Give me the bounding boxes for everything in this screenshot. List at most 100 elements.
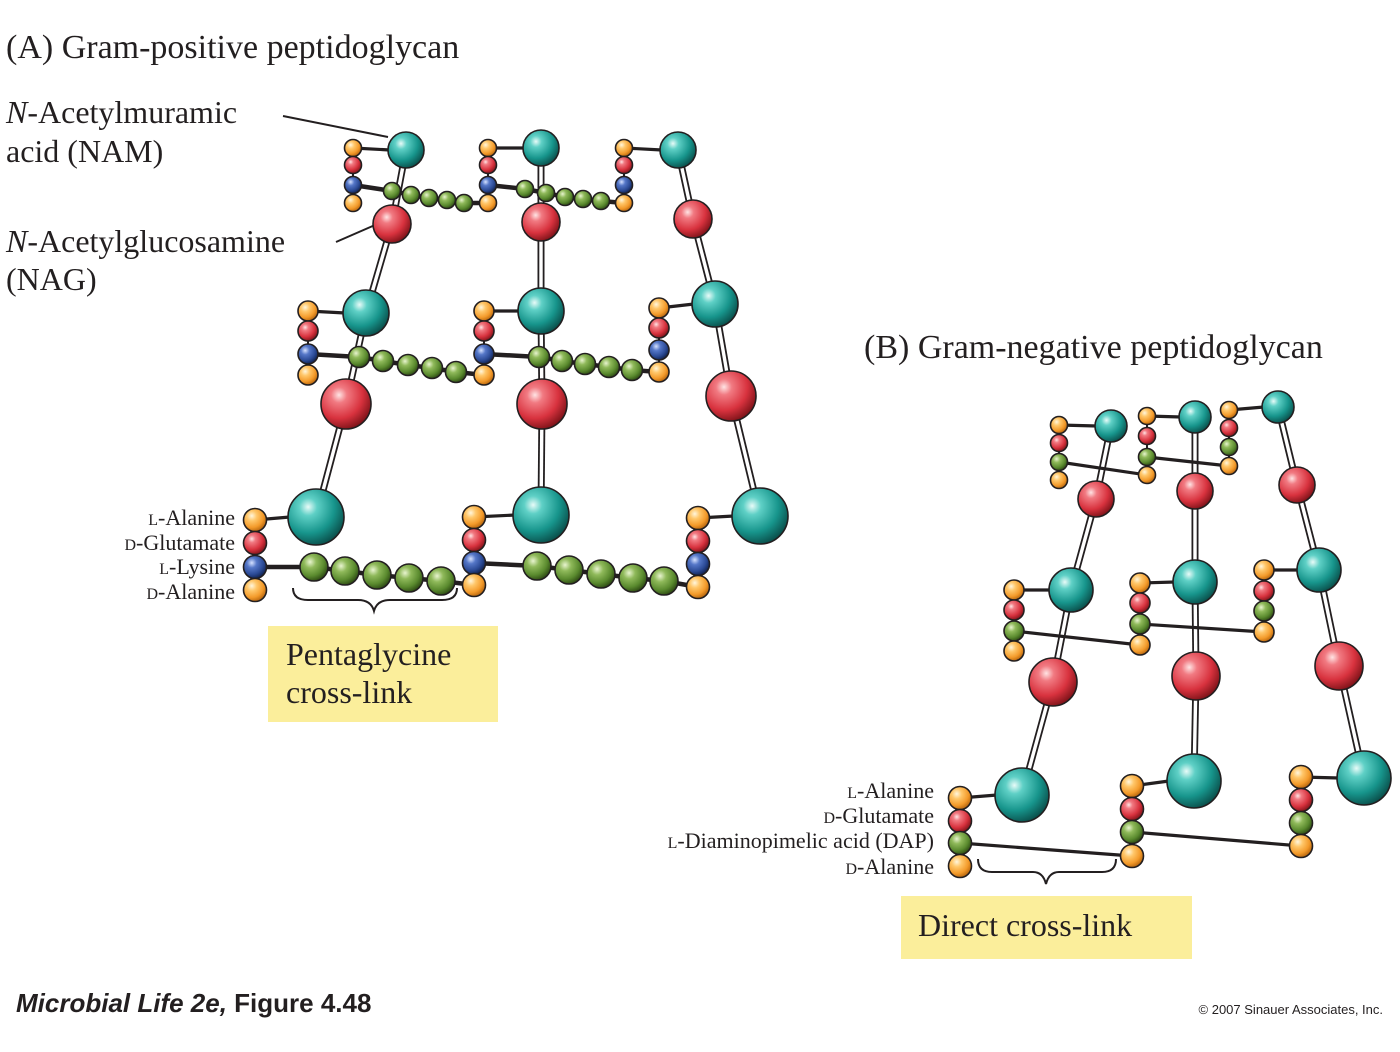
alanine-bead (648, 361, 670, 383)
alanine-bead (297, 300, 319, 322)
glycine-bead (522, 551, 552, 581)
nag-sugar (1176, 472, 1214, 510)
panel-b-residue-legend: L-Alanine D-Glutamate L-Diaminopimelic a… (668, 778, 934, 879)
legend-b-d-alanine-prefix: D (845, 861, 857, 878)
glycine-bead (437, 190, 457, 210)
nam-leader-line (282, 115, 389, 138)
legend-a-l-alanine: L-Alanine (148, 505, 235, 530)
glycine-bead (536, 183, 556, 203)
nam-prefix: N (5, 94, 29, 130)
glycine-bead (419, 188, 439, 208)
glutamate-bead (947, 808, 973, 834)
alanine-bead (343, 138, 363, 158)
dap-bead (1137, 447, 1157, 467)
legend-a-d-alanine: D-Alanine (146, 579, 235, 604)
legend-a-l-alanine-prefix: L (148, 512, 158, 529)
glycine-bead (382, 181, 402, 201)
direct-crosslink-bond (959, 841, 1133, 858)
lysine-bead (478, 175, 498, 195)
nag-name: -Acetylglucosamine (27, 223, 285, 259)
alanine-bead (478, 193, 498, 213)
residue-beads (242, 129, 1392, 879)
nam-sugar (1048, 567, 1094, 613)
alanine-bead (1003, 640, 1025, 662)
legend-a-d-glutamate-prefix: D (124, 537, 136, 554)
glycine-bead (649, 566, 679, 596)
nag-sugar (478, 155, 498, 175)
pentaglycine-callout-box (268, 626, 498, 722)
nam-sugar (659, 131, 697, 169)
alanine-bead (478, 138, 498, 158)
glycine-bead (362, 560, 392, 590)
nag-sugar (343, 155, 363, 175)
nag-sugar (1028, 657, 1078, 707)
legend-a-l-lysine-prefix: L (159, 561, 169, 578)
alanine-bead (1137, 406, 1157, 426)
glutamate-bead (1049, 433, 1069, 453)
legend-b-d-glutamate-name: -Glutamate (835, 803, 934, 828)
direct-crosslink-bond (1013, 629, 1141, 647)
nam-sugar (522, 129, 560, 167)
alanine-bead (343, 193, 363, 213)
glutamate-bead (1253, 580, 1275, 602)
alanine-bead (1288, 833, 1314, 859)
panel-a-residue-legend: L-Alanine D-Glutamate L-Lysine D-Alanine (124, 505, 235, 604)
nag-sugar (614, 155, 634, 175)
nam-sugar (1178, 400, 1212, 434)
legend-a-l-alanine-name: -Alanine (158, 505, 235, 530)
lysine-bead (297, 343, 319, 365)
nam-sugar (1296, 547, 1342, 593)
nag-sugar (242, 530, 268, 556)
direct-crosslink-bond (1131, 830, 1302, 848)
dap-bead (1129, 613, 1151, 635)
nam-name: -Acetylmuramic (27, 94, 237, 130)
caption-book-title: Microbial Life 2e, (16, 988, 227, 1018)
alanine-bead (1219, 456, 1239, 476)
glycine-bead (620, 358, 644, 382)
pentaglycine-brace (292, 587, 458, 615)
glycine-bead (527, 345, 551, 369)
glycine-bead (371, 349, 395, 373)
glycine-bead (401, 185, 421, 205)
alanine-bead (1119, 843, 1145, 869)
lysine-bead (343, 175, 363, 195)
nag-sugar (685, 528, 711, 554)
alanine-bead (1129, 634, 1151, 656)
nag-sugar (1077, 480, 1115, 518)
nag-sugar (372, 204, 412, 244)
nam-sugar (512, 486, 570, 544)
glycine-bead (396, 353, 420, 377)
glutamate-bead (1119, 796, 1145, 822)
peptide-links (254, 146, 1340, 866)
legend-a-d-glutamate-name: -Glutamate (136, 530, 235, 555)
dap-bead (1288, 810, 1314, 836)
glycine-bead (330, 556, 360, 586)
legend-a-d-alanine-name: -Alanine (158, 579, 235, 604)
nam-sugar (1166, 753, 1222, 809)
nag-sugar (1278, 466, 1316, 504)
nag-sugar (461, 527, 487, 553)
dap-bead (1003, 620, 1025, 642)
nam-sugar (1094, 409, 1128, 443)
alanine-bead (614, 138, 634, 158)
lysine-bead (473, 343, 495, 365)
glycine-bead (555, 187, 575, 207)
alanine-bead (473, 300, 495, 322)
pentaglycine-callout-line1: Pentaglycine (286, 636, 451, 672)
panel-a-title: (A) Gram-positive peptidoglycan (6, 29, 459, 66)
copyright-notice: © 2007 Sinauer Associates, Inc. (1199, 1002, 1383, 1017)
dap-bead (947, 830, 973, 856)
nam-sugar (731, 487, 789, 545)
nam-label-line2: acid (NAM) (6, 133, 163, 169)
alanine-bead (947, 785, 973, 811)
glycine-bead (573, 352, 597, 376)
alanine-bead (461, 572, 487, 598)
glycine-bead (554, 555, 584, 585)
lysine-bead (242, 554, 268, 580)
glycine-bead (299, 552, 329, 582)
direct-crosslink-brace (977, 858, 1117, 885)
nag-leader-line (335, 224, 376, 243)
alanine-bead (1003, 579, 1025, 601)
legend-b-d-alanine: D-Alanine (845, 854, 934, 879)
